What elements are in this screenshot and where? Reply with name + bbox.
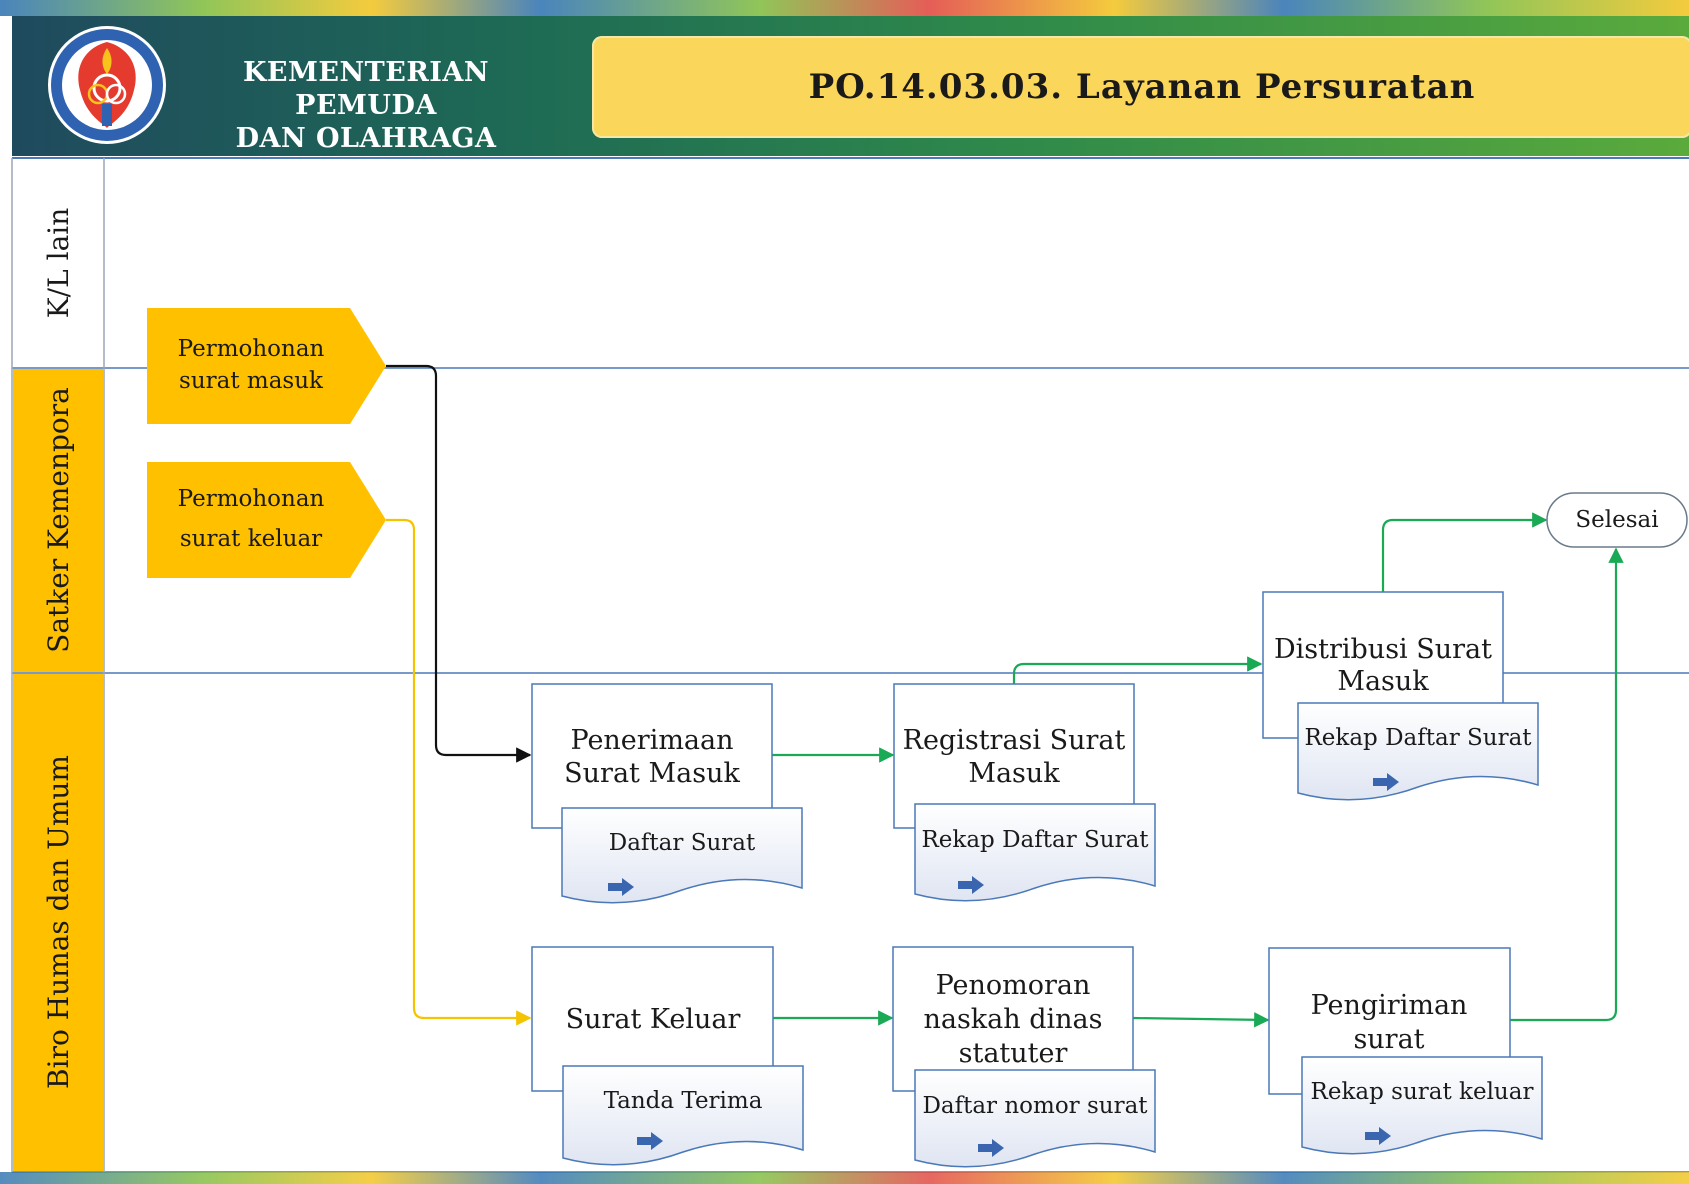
lane-header-satker: Satker Kemenpora bbox=[13, 369, 103, 672]
flow-arrow-pengiriman-selesai bbox=[1510, 547, 1624, 1022]
input-label-line2: surat masuk bbox=[179, 368, 324, 394]
process-label-line1: Penerimaan bbox=[570, 725, 733, 756]
process-label-line1: Registrasi Surat bbox=[903, 725, 1126, 756]
document-label: Rekap Daftar Surat bbox=[921, 827, 1149, 853]
input-label-line2: surat keluar bbox=[180, 526, 322, 552]
lane-header-biro-humas: Biro Humas dan Umum bbox=[13, 674, 103, 1171]
document-rekap-surat-keluar: Rekap surat keluar bbox=[1301, 1056, 1543, 1155]
process-label-line1: Distribusi Surat bbox=[1274, 634, 1492, 665]
lane-label-kl-lain: K/L lain bbox=[42, 208, 75, 318]
lane-label-biro-humas: Biro Humas dan Umum bbox=[42, 755, 75, 1089]
process-label-line2: Masuk bbox=[1337, 666, 1429, 697]
flow-arrow-registrasi-distribusi bbox=[1012, 656, 1263, 684]
top-color-strip bbox=[0, 0, 1689, 16]
input-label-line1: Permohonan bbox=[178, 486, 325, 512]
bottom-color-strip bbox=[0, 1172, 1689, 1184]
process-label-line3: statuter bbox=[959, 1038, 1068, 1069]
flow-arrow-permohonan-keluar bbox=[386, 518, 532, 1026]
document-daftar-surat: Daftar Surat bbox=[561, 807, 803, 904]
document-label: Daftar Surat bbox=[609, 830, 756, 856]
document-rekap-daftar-surat: Rekap Daftar Surat bbox=[914, 803, 1156, 902]
lane-header-kl-lain: K/L lain bbox=[13, 159, 103, 367]
title-box: PO.14.03.03. Layanan Persuratan bbox=[592, 36, 1689, 138]
process-penomoran-naskah-dinas: Penomoran naskah dinas statuter bbox=[892, 946, 1134, 1092]
flow-arrow-penomoran-pengiriman bbox=[1132, 1012, 1270, 1028]
document-rekap-daftar-surat-distribusi: Rekap Daftar Surat bbox=[1297, 702, 1539, 801]
process-label-line2: Masuk bbox=[968, 758, 1060, 789]
input-permohonan-surat-masuk: Permohonan surat masuk bbox=[147, 308, 386, 424]
org-line-2: DAN OLAHRAGA bbox=[235, 123, 497, 154]
connectors bbox=[386, 364, 1624, 1028]
process-label-line1: Pengiriman bbox=[1311, 990, 1468, 1021]
process-penerimaan-surat-masuk: Penerimaan Surat Masuk bbox=[531, 683, 773, 829]
process-label-line2: Surat Masuk bbox=[564, 758, 740, 789]
input-label-line1: Permohonan bbox=[178, 336, 325, 362]
process-label-line2: naskah dinas bbox=[923, 1004, 1102, 1035]
document-label: Rekap surat keluar bbox=[1311, 1079, 1534, 1105]
kemenpora-emblem-icon bbox=[48, 26, 166, 144]
document-label: Daftar nomor surat bbox=[922, 1093, 1148, 1119]
lane-label-satker: Satker Kemenpora bbox=[42, 387, 75, 653]
document-daftar-nomor-surat: Daftar nomor surat bbox=[914, 1069, 1156, 1168]
process-label-line1: Surat Keluar bbox=[566, 1004, 741, 1035]
document-label: Tanda Terima bbox=[604, 1088, 763, 1114]
process-label-line2: surat bbox=[1353, 1024, 1424, 1055]
process-label-line1: Penomoran bbox=[936, 970, 1091, 1001]
flow-arrow-permohonan-masuk bbox=[386, 364, 532, 763]
document-tanda-terima: Tanda Terima bbox=[562, 1065, 804, 1166]
organization-name: KEMENTERIAN PEMUDA DAN OLAHRAGA bbox=[176, 56, 556, 155]
flow-arrow-distribusi-selesai bbox=[1381, 512, 1548, 592]
page-title: PO.14.03.03. Layanan Persuratan bbox=[808, 67, 1476, 107]
org-line-1: KEMENTERIAN PEMUDA bbox=[242, 57, 490, 121]
document-label: Rekap Daftar Surat bbox=[1304, 725, 1532, 751]
terminal-selesai: Selesai bbox=[1546, 492, 1688, 548]
header-banner: KEMENTERIAN PEMUDA DAN OLAHRAGA PO.14.03… bbox=[12, 16, 1689, 156]
input-permohonan-surat-keluar: Permohonan surat keluar bbox=[147, 462, 386, 578]
terminal-label: Selesai bbox=[1575, 507, 1658, 533]
